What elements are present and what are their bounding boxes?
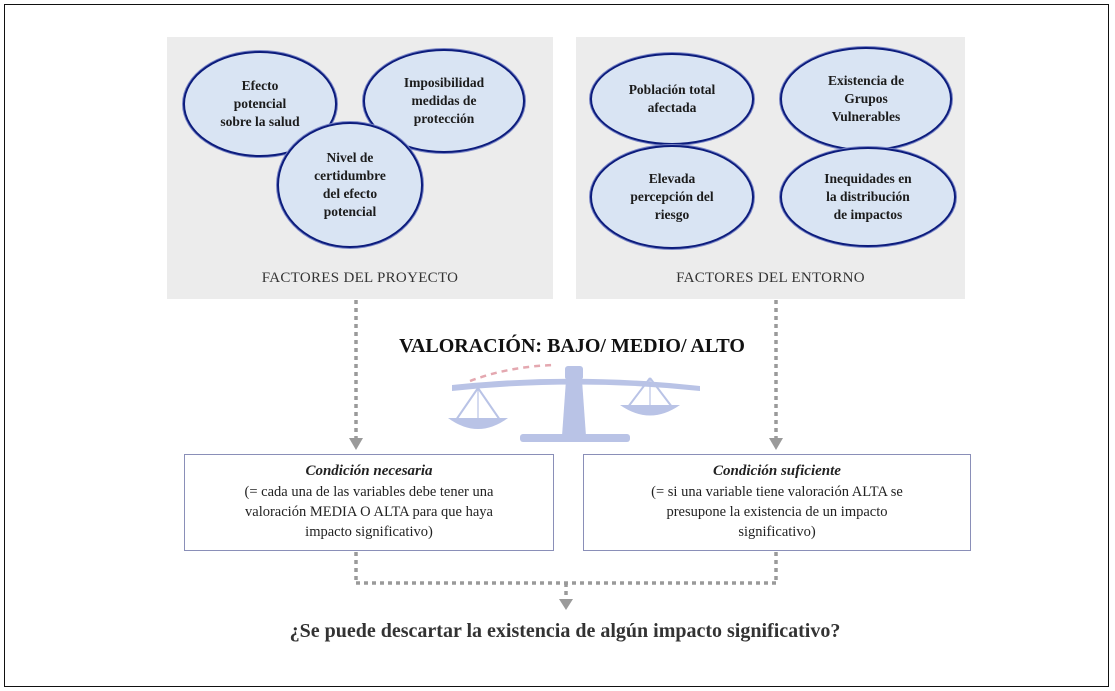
arrowhead-necesaria [349, 438, 363, 450]
condicion-suficiente-title: Condición suficiente [713, 463, 841, 479]
final-question: ¿Se puede descartar la existencia de alg… [289, 620, 841, 642]
condicion-suficiente-text: (= si una variable tiene valoración ALTA… [651, 483, 903, 540]
panel-factores-proyecto: Efecto potencial sobre la salud Imposibi… [167, 37, 553, 299]
condicion-suficiente-box: Condición suficiente (= si una variable … [583, 454, 971, 551]
arrowhead-suficiente [769, 438, 783, 450]
factor-grupos-vulnerables: Existencia de Grupos Vulnerables [780, 47, 952, 151]
panel-label-proyecto: FACTORES DEL PROYECTO [261, 270, 459, 286]
factor-poblacion-afectada: Población total afectada [590, 53, 754, 145]
condicion-necesaria-text: (= cada una de las variables debe tener … [244, 483, 494, 540]
factor-nivel-certidumbre: Nivel de certidumbre del efecto potencia… [277, 122, 423, 248]
balance-scale-icon [448, 366, 700, 442]
factor-inequidades: Inequidades en la distribución de impact… [780, 147, 956, 247]
panel-factores-entorno: Población total afectada Existencia de G… [576, 37, 965, 299]
condicion-necesaria-box: Condición necesaria (= cada una de las v… [184, 454, 554, 551]
valoracion-heading: VALORACIÓN: BAJO/ MEDIO/ ALTO [399, 335, 745, 357]
factor-percepcion-riesgo: Elevada percepción del riesgo [590, 145, 754, 249]
condicion-necesaria-title: Condición necesaria [305, 463, 433, 479]
panel-label-entorno: FACTORES DEL ENTORNO [676, 270, 865, 286]
diagram-frame [4, 4, 1109, 687]
arrowhead-question [559, 599, 573, 610]
scale-motion-dashes [469, 363, 557, 383]
factor-efecto-potencial: Efecto potencial sobre la salud [183, 51, 337, 157]
